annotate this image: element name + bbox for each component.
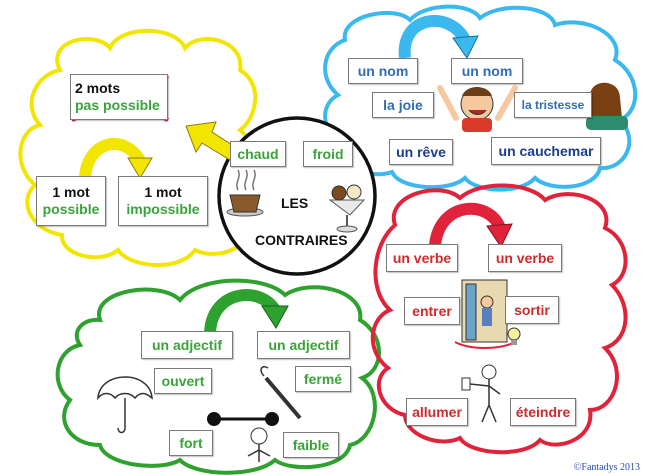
- card-chaud: chaud: [230, 141, 286, 167]
- crossed-line2: pas possible: [75, 97, 160, 113]
- card-ouvert: ouvert: [154, 368, 212, 394]
- card-one-word-impossible: 1 mot impossible: [118, 176, 208, 226]
- card-noun-2: un nom: [451, 58, 523, 84]
- card-adjectif-2: un adjectif: [257, 331, 350, 359]
- light-switch-person-icon: [461, 364, 501, 423]
- card-ferme: fermé: [295, 366, 351, 392]
- yellow-pointer-arrow: [185, 121, 241, 161]
- hot-cup-icon: [226, 169, 264, 217]
- card-sortir: sortir: [505, 296, 559, 324]
- card-joie: la joie: [372, 92, 434, 118]
- happy-child-icon: [437, 85, 518, 132]
- left-line1: 1 mot: [52, 184, 90, 200]
- ice-cream-icon: [328, 184, 366, 233]
- sad-child-icon: [586, 82, 628, 130]
- title-line2: CONTRAIRES: [255, 232, 348, 248]
- barbell-icon: [207, 412, 279, 426]
- right-line2: impossible: [126, 201, 200, 217]
- card-noun-1: un nom: [348, 58, 418, 84]
- open-umbrella-icon: [97, 376, 153, 434]
- card-fort: fort: [169, 430, 213, 456]
- card-cauchemar: un cauchemar: [491, 137, 601, 165]
- title-line1: LES: [281, 195, 309, 211]
- right-line1: 1 mot: [144, 184, 182, 200]
- door-icon: [454, 279, 516, 349]
- copyright-notice: ©Fantadys 2013: [573, 462, 640, 473]
- blue-curve-arrow: [398, 14, 471, 59]
- crossed-line1: 2 mots: [75, 80, 121, 96]
- card-eteindre: éteindre: [510, 398, 576, 426]
- closed-umbrella-icon: [260, 365, 302, 420]
- green-cloud: [55, 278, 381, 475]
- red-curve-arrow: [429, 202, 506, 247]
- card-one-word-possible: 1 mot possible: [36, 176, 106, 226]
- card-verbe-1: un verbe: [386, 244, 458, 272]
- card-verbe-2: un verbe: [488, 244, 562, 272]
- left-line2: possible: [42, 201, 100, 217]
- card-faible: faible: [283, 432, 339, 458]
- card-tristesse: la tristesse: [514, 92, 592, 118]
- bulb-icon: [507, 327, 521, 345]
- yellow-curve-arrow: [79, 137, 145, 181]
- card-reve: un rêve: [389, 139, 453, 165]
- card-adjectif-1: un adjectif: [141, 331, 233, 359]
- card-froid: froid: [303, 141, 353, 167]
- weak-person-icon: [247, 427, 271, 462]
- red-cloud: [370, 183, 628, 455]
- card-entrer: entrer: [404, 297, 460, 325]
- card-crossed-two-words: 2 mots pas possible: [70, 74, 168, 120]
- card-allumer: allumer: [406, 398, 468, 426]
- green-curve-arrow: [204, 289, 281, 336]
